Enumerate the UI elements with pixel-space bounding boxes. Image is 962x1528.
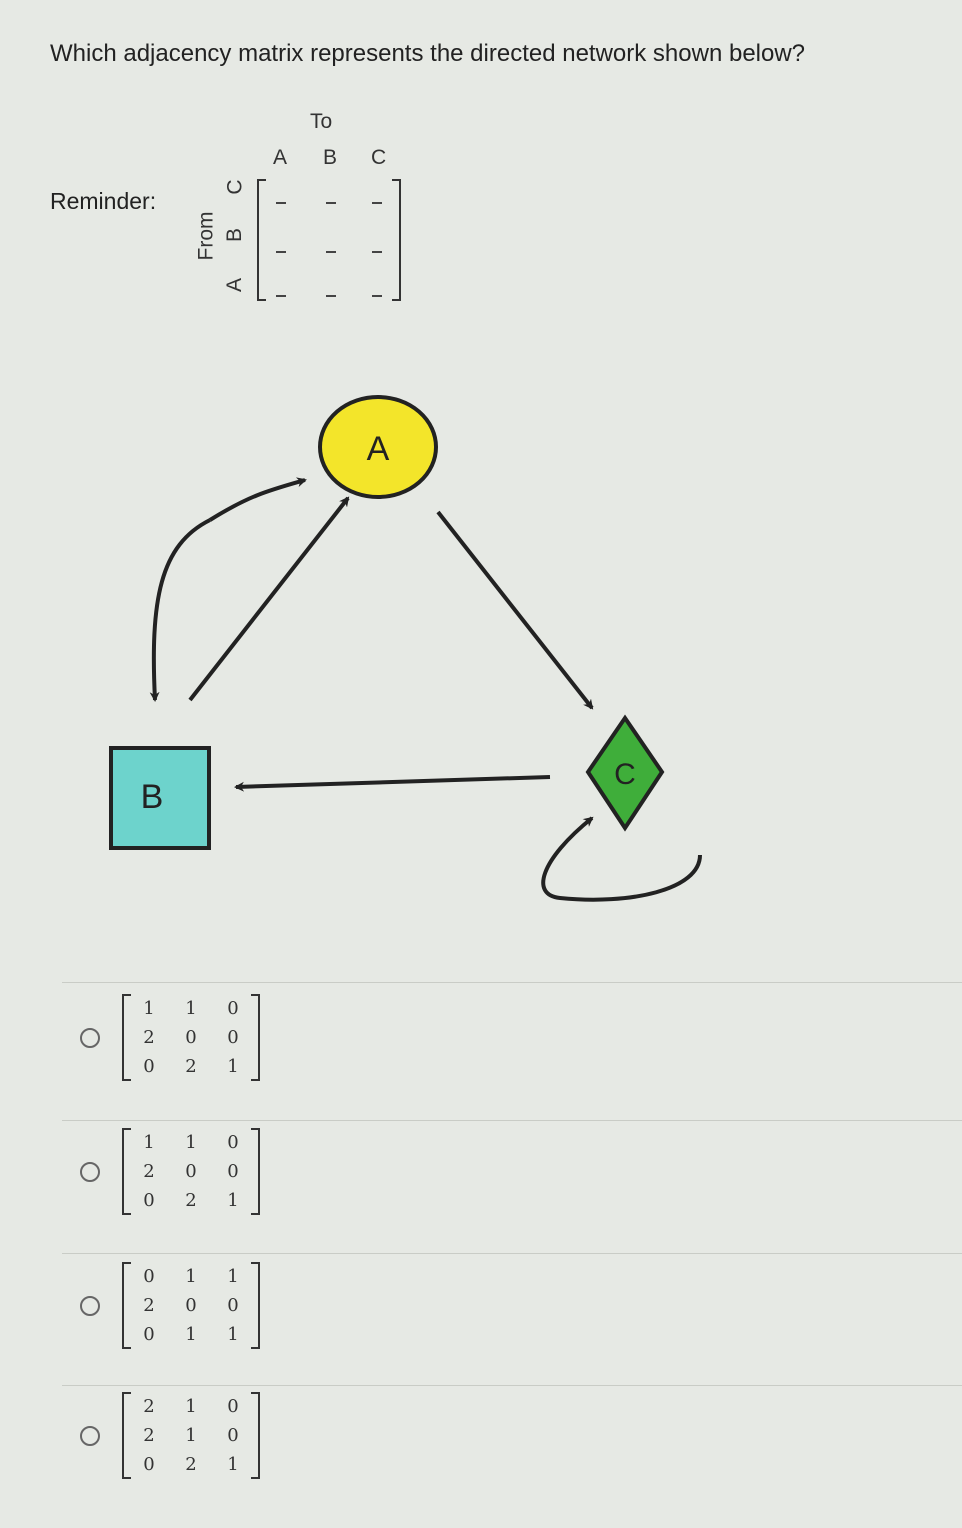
- divider: [62, 1385, 962, 1386]
- to-label: To: [310, 110, 333, 133]
- node-a-label: A: [367, 430, 390, 468]
- matrix-cell: 0: [185, 1027, 197, 1048]
- option-matrix: 1 1 0 2 0 0 0 2 1: [122, 1128, 260, 1215]
- matrix-cell: 0: [227, 1425, 239, 1446]
- answer-option-3[interactable]: 0 1 1 2 0 0 0 1 1: [80, 1262, 260, 1349]
- reminder-blanks: [276, 202, 382, 297]
- matrix-cell: 2: [185, 1190, 197, 1211]
- matrix-cell: 2: [143, 1396, 155, 1417]
- matrix-cell: 0: [143, 1056, 155, 1077]
- matrix-cell: 1: [227, 1190, 239, 1211]
- matrix-cell: 2: [143, 1027, 155, 1048]
- reminder-matrix-bracket: [257, 179, 401, 301]
- node-c-label: C: [614, 758, 636, 791]
- edge-a-to-c: [436, 510, 594, 710]
- matrix-cell: 1: [143, 998, 155, 1019]
- node-b: B: [109, 746, 211, 850]
- matrix-cell: 2: [143, 1425, 155, 1446]
- matrix-cell: 0: [143, 1266, 155, 1287]
- option-matrix: 0 1 1 2 0 0 0 1 1: [122, 1262, 260, 1349]
- matrix-cell: 2: [185, 1454, 197, 1475]
- matrix-cell: 1: [185, 1132, 197, 1153]
- edge-b-to-a: [188, 496, 350, 702]
- answer-option-1[interactable]: 1 1 0 2 0 0 0 2 1: [80, 994, 260, 1081]
- node-a: A: [318, 395, 438, 499]
- matrix-cell: 0: [185, 1161, 197, 1182]
- matrix-cell: 1: [185, 1324, 197, 1345]
- col-label-a: A: [273, 146, 288, 169]
- radio-button[interactable]: [80, 1161, 100, 1182]
- answer-option-4[interactable]: 2 1 0 2 1 0 0 2 1: [80, 1392, 260, 1479]
- matrix-cell: 0: [143, 1454, 155, 1475]
- question-text: Which adjacency matrix represents the di…: [50, 40, 806, 67]
- matrix-cell: 0: [227, 1161, 239, 1182]
- edge-a-to-b-curved: [149, 518, 211, 702]
- matrix-cell: 1: [143, 1132, 155, 1153]
- matrix-cell: 2: [143, 1161, 155, 1182]
- matrix-cell: 2: [185, 1056, 197, 1077]
- matrix-cell: 1: [227, 1454, 239, 1475]
- node-b-label: B: [141, 778, 164, 816]
- matrix-cell: 1: [185, 1396, 197, 1417]
- matrix-cell: 1: [227, 1266, 239, 1287]
- radio-button[interactable]: [80, 1295, 100, 1316]
- matrix-cell: 0: [143, 1190, 155, 1211]
- matrix-cell: 1: [185, 1425, 197, 1446]
- divider: [62, 982, 962, 983]
- matrix-cell: 1: [227, 1324, 239, 1345]
- col-label-c: C: [371, 146, 387, 169]
- matrix-cell: 0: [227, 1027, 239, 1048]
- edge-c-loop: [541, 816, 702, 902]
- matrix-cell: 0: [227, 1132, 239, 1153]
- matrix-cell: 0: [227, 998, 239, 1019]
- diagram: A B C: [109, 179, 702, 902]
- matrix-cell: 0: [227, 1295, 239, 1316]
- node-c: C: [585, 714, 665, 832]
- radio-button[interactable]: [80, 1027, 100, 1048]
- edge-c-to-b: [234, 775, 551, 792]
- matrix-cell: 0: [143, 1324, 155, 1345]
- reminder-label: Reminder:: [50, 188, 157, 214]
- col-label-b: B: [323, 146, 338, 169]
- matrix-cell: 1: [185, 998, 197, 1019]
- radio-button[interactable]: [80, 1425, 100, 1446]
- option-matrix: 2 1 0 2 1 0 0 2 1: [122, 1392, 260, 1479]
- matrix-cell: 0: [185, 1295, 197, 1316]
- matrix-cell: 0: [227, 1396, 239, 1417]
- option-matrix: 1 1 0 2 0 0 0 2 1: [122, 994, 260, 1081]
- matrix-cell: 1: [185, 1266, 197, 1287]
- answer-option-2[interactable]: 1 1 0 2 0 0 0 2 1: [80, 1128, 260, 1215]
- divider: [62, 1253, 962, 1254]
- edge-b-to-a-curved: [208, 477, 307, 522]
- matrix-cell: 1: [227, 1056, 239, 1077]
- divider: [62, 1120, 962, 1121]
- matrix-cell: 2: [143, 1295, 155, 1316]
